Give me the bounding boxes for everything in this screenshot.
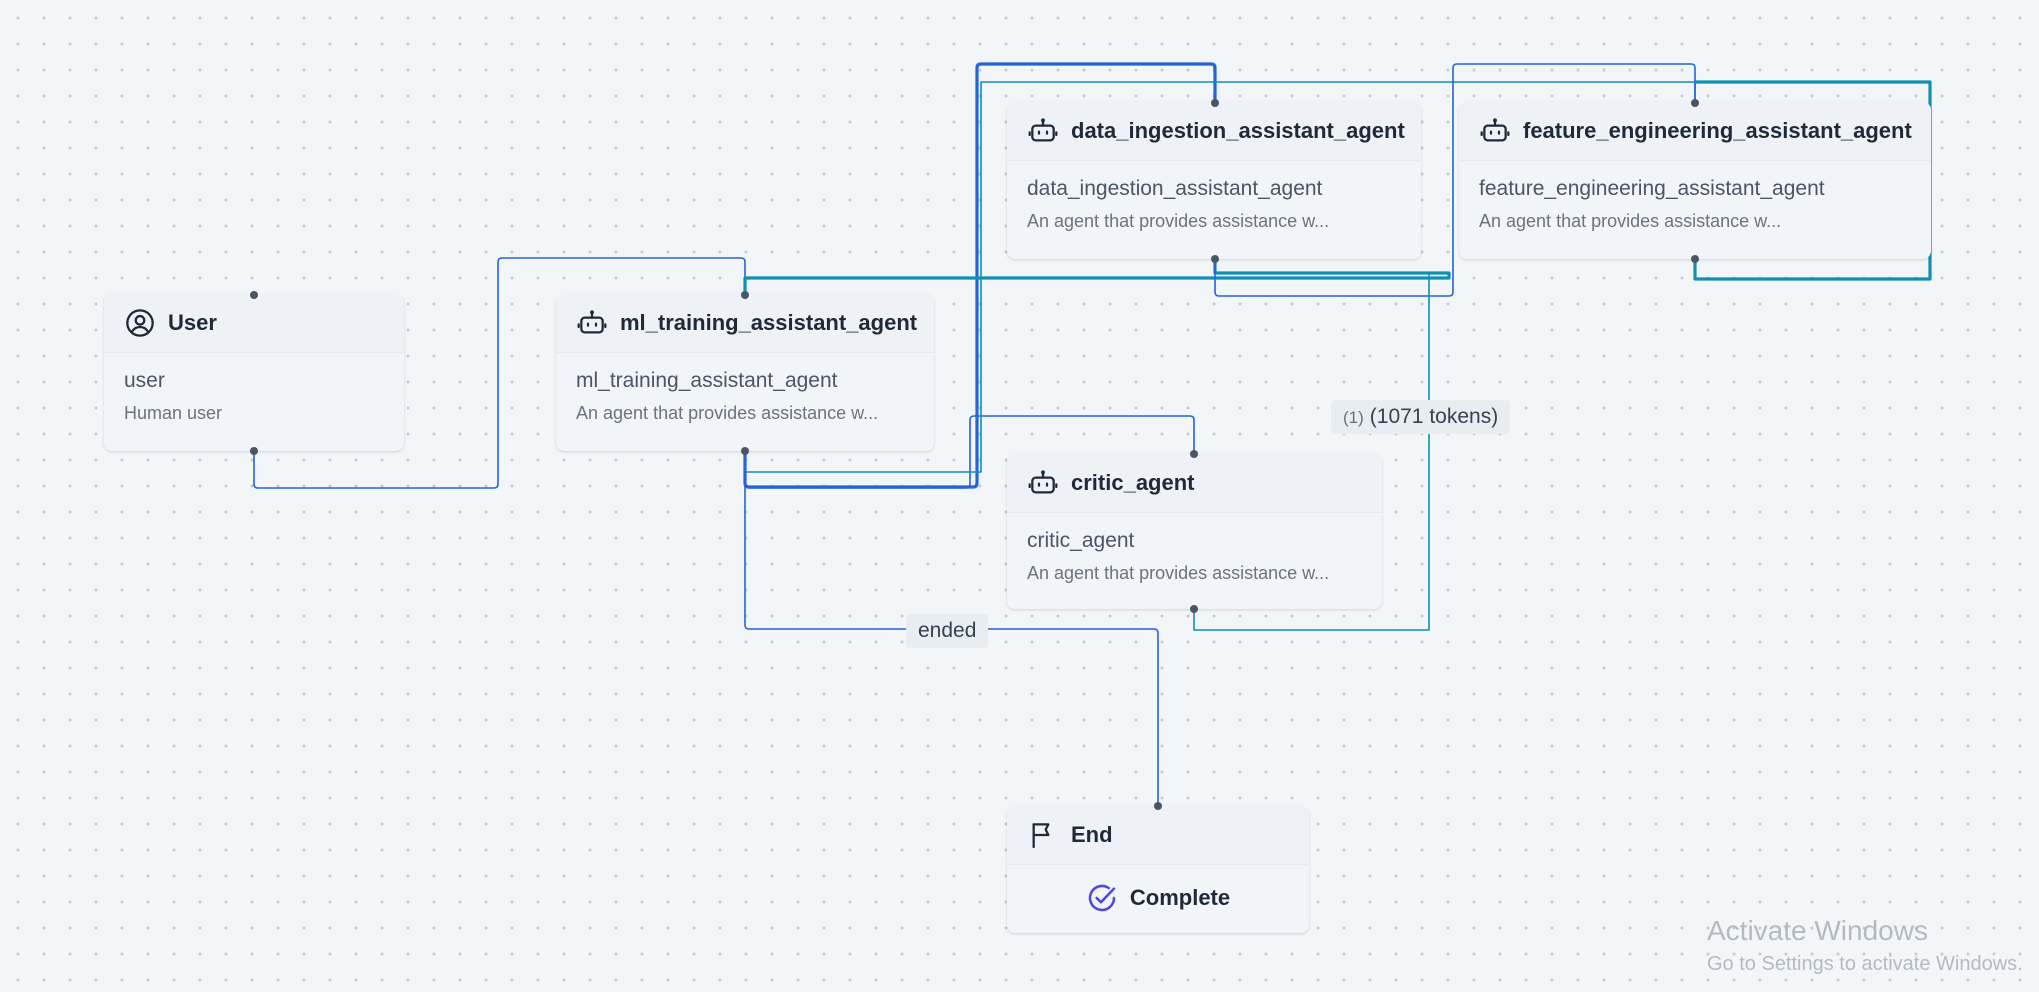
data-ingestion-node-title: data_ingestion_assistant_agent xyxy=(1071,118,1405,143)
end-node-header: End xyxy=(1007,806,1309,865)
feature-engineering-node-description: An agent that provides assistance w... xyxy=(1479,211,1782,231)
data-ingestion-node[interactable]: data_ingestion_assistant_agent data_inge… xyxy=(1007,102,1421,259)
feature-engineering-node-header: feature_engineering_assistant_agent xyxy=(1459,102,1931,161)
user-node-description: Human user xyxy=(124,403,223,423)
critic-target-handle[interactable] xyxy=(1190,450,1198,458)
end-status-label: Complete xyxy=(1129,885,1231,910)
ml-training-node-header: ml_training_assistant_agent xyxy=(556,294,934,353)
edge-label-ended[interactable]: ended xyxy=(906,614,989,648)
critic-node-name: critic_agent xyxy=(1027,529,1135,552)
edge-ml-training-to-data-ingestion[interactable] xyxy=(743,62,1217,489)
bot-icon xyxy=(576,307,608,339)
edge-critic-to-feature-engineering[interactable] xyxy=(1193,274,1430,631)
critic-node-description: An agent that provides assistance w... xyxy=(1027,563,1330,583)
end-target-handle[interactable] xyxy=(1154,802,1162,810)
critic-source-handle[interactable] xyxy=(1190,605,1198,613)
critic-node[interactable]: critic_agent critic_agent An agent that … xyxy=(1007,454,1382,609)
user-node[interactable]: User user Human user xyxy=(104,294,404,451)
end-node[interactable]: End Complete xyxy=(1007,806,1309,933)
end-node-title: End xyxy=(1071,822,1113,847)
ml-training-target-handle[interactable] xyxy=(741,291,749,299)
feature-engineering-node-name: feature_engineering_assistant_agent xyxy=(1479,177,1825,200)
feature-engineering-node-title: feature_engineering_assistant_agent xyxy=(1523,118,1912,143)
feature-engineering-source-handle[interactable] xyxy=(1691,255,1699,263)
user-node-header: User xyxy=(104,294,404,353)
flag-icon xyxy=(1027,819,1059,851)
edge-feature-engineering-loop[interactable] xyxy=(1693,80,1932,281)
feature-engineering-node[interactable]: feature_engineering_assistant_agent feat… xyxy=(1459,102,1931,259)
data-ingestion-node-header: data_ingestion_assistant_agent xyxy=(1007,102,1421,161)
activate-windows-watermark: Activate Windows Go to Settings to activ… xyxy=(1707,915,2023,976)
user-node-name: user xyxy=(124,369,165,392)
watermark-title: Activate Windows xyxy=(1707,915,1928,946)
critic-node-title: critic_agent xyxy=(1071,470,1195,495)
bot-icon xyxy=(1479,115,1511,147)
ml-training-node-title: ml_training_assistant_agent xyxy=(620,310,918,335)
user-node-title: User xyxy=(168,310,217,335)
data-ingestion-target-handle[interactable] xyxy=(1211,99,1219,107)
watermark-subtitle: Go to Settings to activate Windows. xyxy=(1707,953,2023,975)
user-source-handle[interactable] xyxy=(250,447,258,455)
user-circle-icon xyxy=(124,307,156,339)
ml-training-node-description: An agent that provides assistance w... xyxy=(576,403,879,423)
ml-training-source-handle[interactable] xyxy=(741,447,749,455)
tokens-text: (1071 tokens) xyxy=(1369,405,1499,428)
feature-engineering-target-handle[interactable] xyxy=(1691,99,1699,107)
check-circle-icon xyxy=(1086,882,1118,914)
ml-training-node-name: ml_training_assistant_agent xyxy=(576,369,838,392)
tokens-count: (1) xyxy=(1343,408,1364,427)
edge-data-ingestion-to-ml-training[interactable] xyxy=(743,259,1451,294)
edge-label-tokens[interactable]: (1) (1071 tokens) xyxy=(1331,400,1511,434)
edge-data-ingestion-to-feature-engineering[interactable] xyxy=(1214,63,1696,297)
user-target-handle[interactable] xyxy=(250,291,258,299)
data-ingestion-node-name: data_ingestion_assistant_agent xyxy=(1027,177,1323,200)
edge-user-to-ml-training[interactable] xyxy=(253,257,746,489)
bot-icon xyxy=(1027,467,1059,499)
ended-text: ended xyxy=(918,619,977,642)
ml-training-node[interactable]: ml_training_assistant_agent ml_training_… xyxy=(556,294,934,451)
data-ingestion-source-handle[interactable] xyxy=(1211,255,1219,263)
bot-icon xyxy=(1027,115,1059,147)
data-ingestion-node-description: An agent that provides assistance w... xyxy=(1027,211,1330,231)
critic-node-header: critic_agent xyxy=(1007,454,1382,513)
edge-ml-training-to-critic[interactable] xyxy=(744,415,1195,489)
